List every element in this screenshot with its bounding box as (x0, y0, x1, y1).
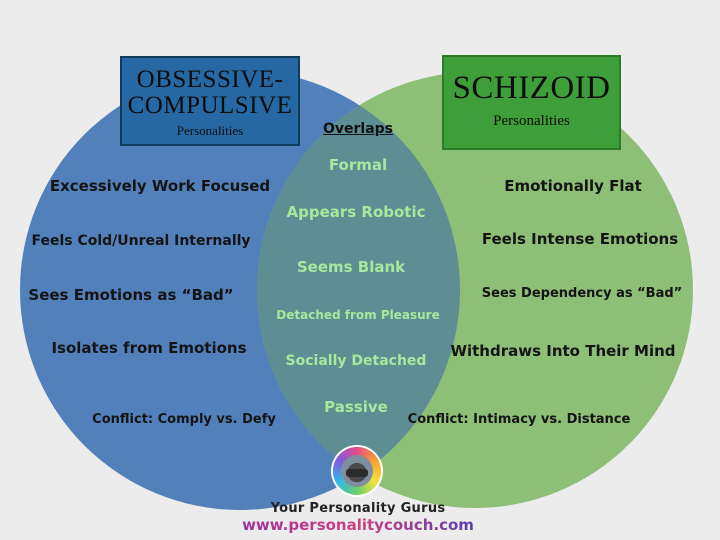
footer-title: Your Personality Gurus (270, 501, 446, 516)
schizoid-title: SCHIZOID (452, 70, 611, 106)
overlap-item-formal: Formal (328, 156, 388, 174)
left-item-feels-cold: Feels Cold/Unreal Internally (31, 233, 251, 249)
personality-couch-logo-icon (333, 447, 381, 495)
left-item-emotions-bad: Sees Emotions as “Bad” (28, 286, 234, 304)
schizoid-subtitle: Personalities (493, 113, 570, 129)
left-item-conflict: Conflict: Comply vs. Defy (92, 412, 276, 427)
schizoid-title-box: SCHIZOID Personalities (442, 55, 621, 150)
obsessive-compulsive-title: OBSESSIVE-COMPULSIVE (127, 66, 293, 119)
right-item-intense-emotions: Feels Intense Emotions (481, 230, 679, 248)
couch-icon (346, 469, 368, 477)
right-item-conflict: Conflict: Intimacy vs. Distance (407, 412, 631, 427)
overlap-item-robotic: Appears Robotic (286, 203, 426, 221)
left-item-isolates: Isolates from Emotions (51, 339, 247, 357)
right-item-withdraws: Withdraws Into Their Mind (450, 342, 676, 360)
overlap-item-pleasure: Detached from Pleasure (276, 308, 440, 322)
right-item-dependency-bad: Sees Dependency as “Bad” (481, 286, 683, 301)
overlap-item-passive: Passive (324, 398, 388, 416)
right-item-emotionally-flat: Emotionally Flat (504, 177, 642, 195)
obsessive-compulsive-subtitle: Personalities (176, 123, 244, 138)
footer-url-link[interactable]: www.personalitycouch.com (242, 516, 474, 534)
overlap-item-blank: Seems Blank (296, 258, 406, 276)
overlap-item-socially-detached: Socially Detached (285, 353, 427, 369)
overlap-region (257, 72, 460, 508)
left-item-work-focused: Excessively Work Focused (49, 177, 271, 195)
obsessive-compulsive-title-box: OBSESSIVE-COMPULSIVE Personalities (120, 56, 300, 146)
overlaps-heading: Overlaps (322, 121, 394, 137)
